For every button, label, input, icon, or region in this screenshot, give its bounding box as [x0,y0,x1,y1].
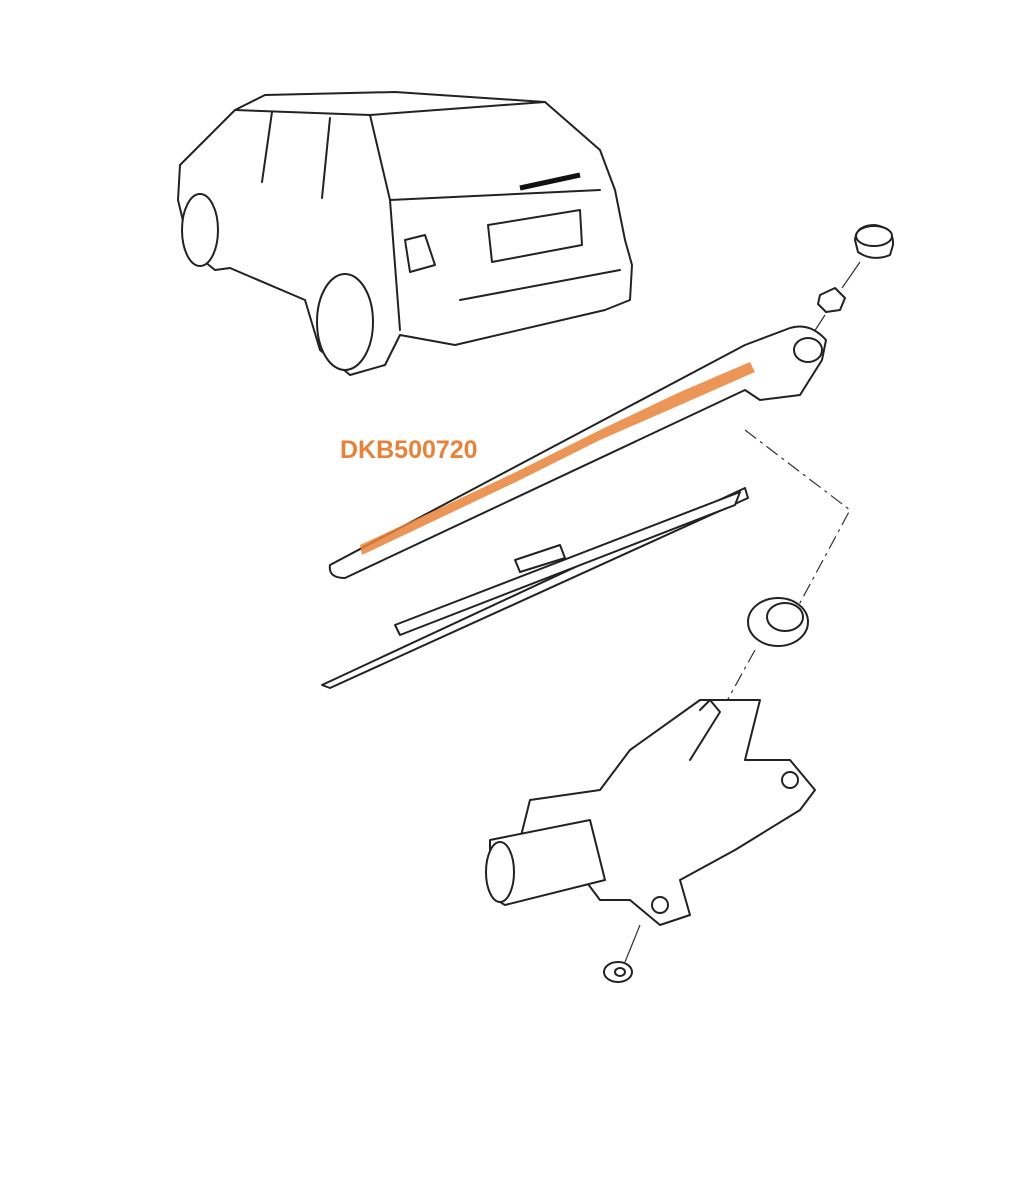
nut [817,287,846,313]
wiper-blade [321,487,749,689]
vehicle-rear-view [177,91,633,376]
wiper-arm [328,325,827,579]
end-cap [854,224,895,259]
wiper-motor [485,699,816,926]
leader-line [624,924,641,963]
grommet [747,597,809,647]
washer [603,961,633,983]
leader-line [841,261,861,289]
part-number-callout: DKB500720 [340,436,478,464]
